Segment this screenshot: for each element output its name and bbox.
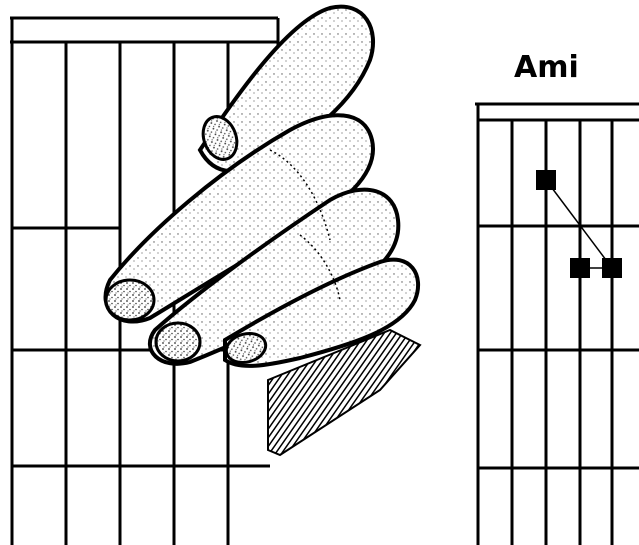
chord-diagram-grid (475, 104, 639, 545)
finger-dot (602, 258, 622, 278)
finger-dot (570, 258, 590, 278)
finger-dot (536, 170, 556, 190)
chord-name: Ami (514, 50, 579, 85)
